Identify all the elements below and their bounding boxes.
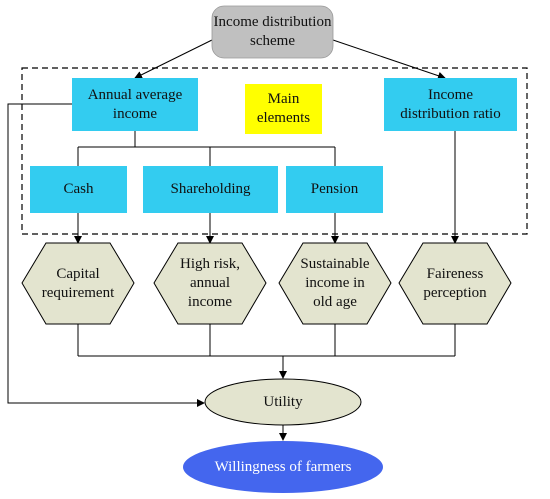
capital-requirement-hexagon bbox=[21, 242, 135, 325]
arrow-annual-to-utility bbox=[7, 103, 205, 407]
pension-box bbox=[286, 166, 383, 213]
shareholding-box bbox=[143, 166, 278, 213]
income-distribution-scheme-box bbox=[211, 5, 334, 59]
arrow-top-to-annual bbox=[134, 39, 213, 79]
income-distribution-ratio-box bbox=[384, 78, 517, 131]
cash-box bbox=[30, 166, 127, 213]
high-risk-hexagon bbox=[153, 242, 267, 325]
arrow-top-to-ratio bbox=[332, 39, 446, 80]
fairness-perception-hexagon bbox=[398, 242, 512, 325]
utility-ellipse bbox=[204, 378, 362, 426]
sustainable-income-hexagon bbox=[278, 242, 392, 325]
annual-average-income-box bbox=[72, 78, 198, 131]
main-elements-frame bbox=[21, 67, 528, 235]
main-elements-box bbox=[245, 84, 322, 134]
willingness-ellipse bbox=[183, 441, 383, 493]
